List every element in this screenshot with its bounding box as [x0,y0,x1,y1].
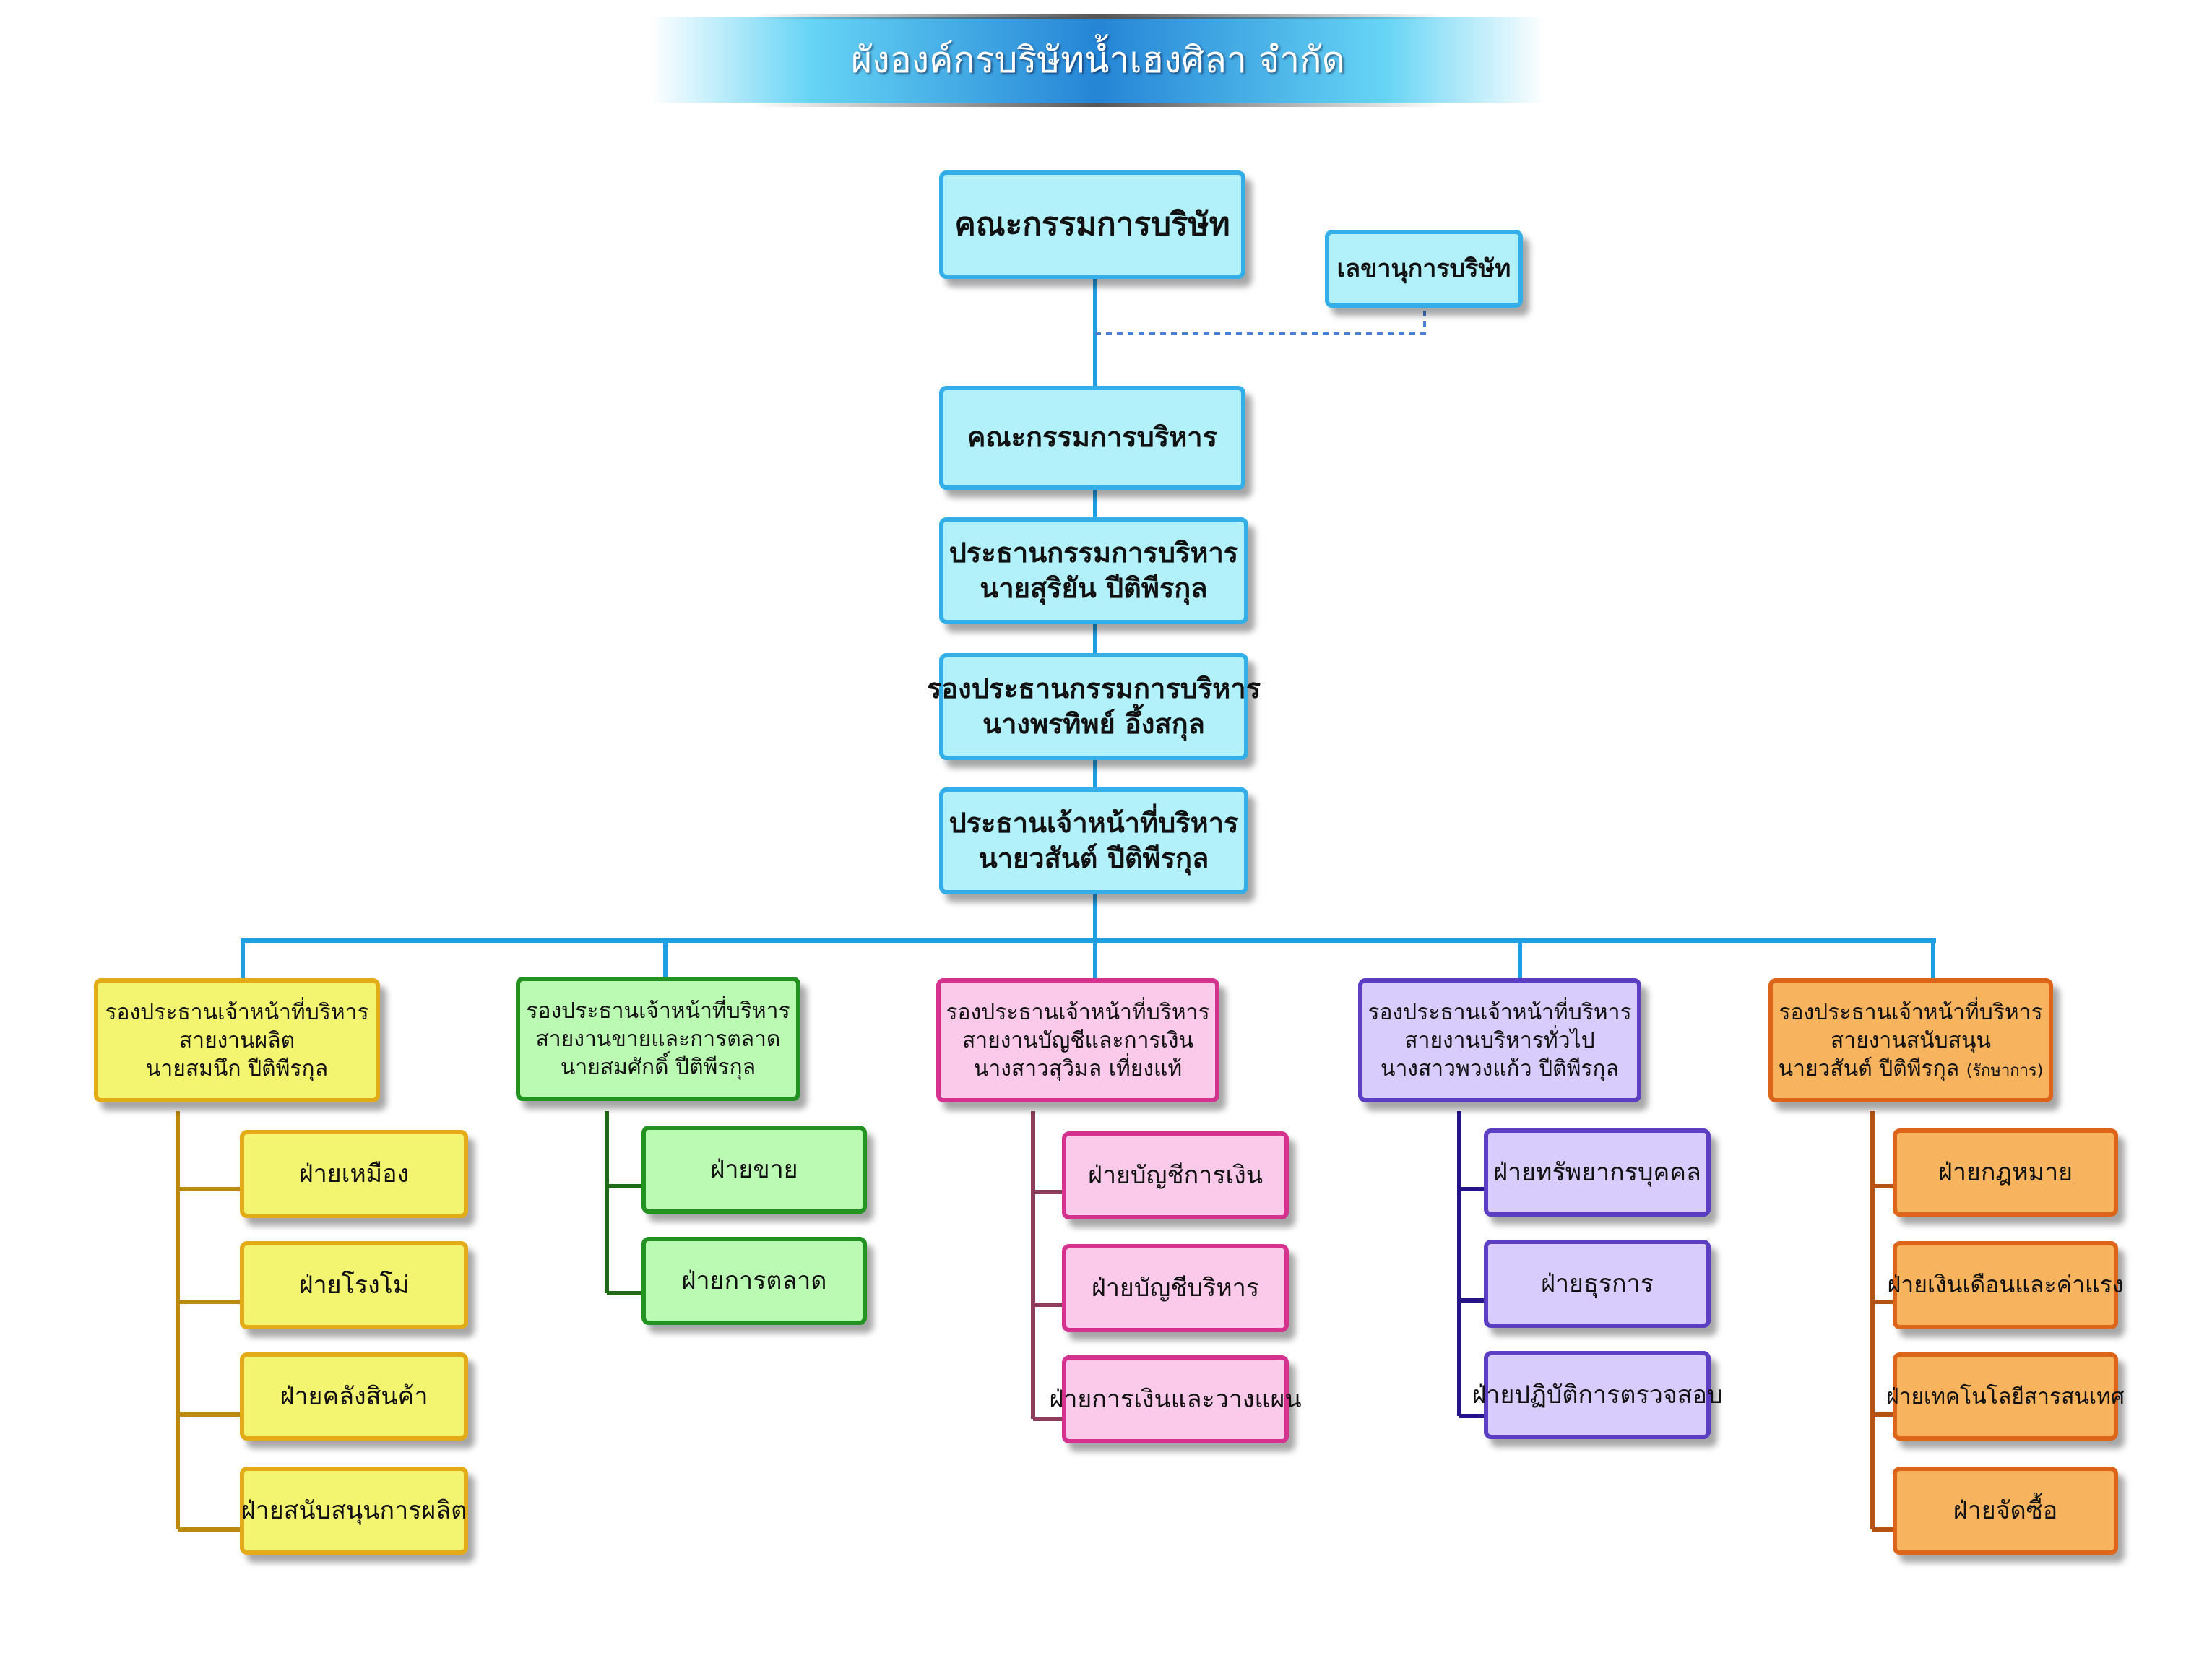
secretary-label: เลขานุการบริษัท [1336,254,1511,283]
unit-operational-audit: ฝ่ายปฏิบัติการตรวจสอบ [1472,1351,1723,1439]
unit-label: ฝ่ายปฏิบัติการตรวจสอบ [1472,1380,1723,1409]
board-label: คณะกรรมการบริษัท [954,206,1230,243]
division-line: สายงานบริหารทั่วไป [1404,1027,1595,1053]
division-manager: นายวสันต์ ปีติพีรกุล [1778,1055,1960,1081]
executive-committee-box: คณะกรรมการบริหาร [939,386,1245,490]
unit-label: ฝ่ายโรงโม่ [298,1270,410,1300]
unit-human-resources: ฝ่ายทรัพยากรบุคคล [1484,1128,1711,1217]
unit-crushing-plant: ฝ่ายโรงโม่ [240,1241,468,1329]
division-role: รองประธานเจ้าหน้าที่บริหาร [1368,999,1632,1025]
division-head-production: รองประธานเจ้าหน้าที่บริหาร สายงานผลิต นา… [94,978,380,1102]
unit-payroll: ฝ่ายเงินเดือนและค่าแรง [1888,1241,2123,1329]
vice-chairman-title: รองประธานกรรมการบริหาร [926,672,1261,704]
unit-label: ฝ่ายคลังสินค้า [280,1381,428,1411]
unit-label: ฝ่ายเหมือง [298,1159,410,1188]
unit-label: ฝ่ายบัญชีการเงิน [1088,1160,1263,1190]
unit-label: ฝ่ายบัญชีบริหาร [1091,1273,1260,1303]
unit-label: ฝ่ายธุรการ [1541,1269,1654,1298]
chairman-name: นายสุริยัน ปีติพีรกุล [980,572,1208,604]
division-role: รองประธานเจ้าหน้าที่บริหาร [946,999,1210,1025]
ceo-box: ประธานเจ้าหน้าที่บริหาร นายวสันต์ ปีติพี… [939,787,1248,894]
secretary-dotted-line [1095,309,1426,335]
unit-purchasing: ฝ่ายจัดซื้อ [1893,1467,2118,1555]
unit-label: ฝ่ายเงินเดือนและค่าแรง [1887,1271,2124,1299]
division-manager: นางสาวพวงแก้ว ปีติพีรกุล [1380,1055,1620,1081]
ceo-title: ประธานเจ้าหน้าที่บริหาร [949,806,1239,839]
division-role: รองประธานเจ้าหน้าที่บริหาร [1779,999,2043,1025]
division-line: สายงานขายและการตลาด [535,1026,781,1052]
division-manager: นางสาวสุวิมล เที่ยงแท้ [973,1055,1183,1081]
unit-label: ฝ่ายจัดซื้อ [1953,1495,2058,1525]
ceo-name: นายวสันต์ ปีติพีรกุล [978,842,1209,874]
unit-label: ฝ่ายการตลาด [681,1266,827,1295]
vice-chairman-box: รองประธานกรรมการบริหาร นางพรทิพย์ อึ้งสก… [927,653,1261,760]
division-line: สายงานผลิต [178,1027,295,1053]
title-banner: ผังองค์กรบริษัทน้ำเฮงศิลา จำกัด [650,14,1546,107]
unit-label: ฝ่ายสนับสนุนการผลิต [241,1495,467,1525]
division-1-connector [176,1111,243,1532]
board-box: คณะกรรมการบริษัท [939,170,1245,279]
division-head-accounting-finance: รองประธานเจ้าหน้าที่บริหาร สายงานบัญชีแล… [936,978,1219,1102]
unit-sales: ฝ่ายขาย [641,1126,867,1214]
unit-label: ฝ่ายขาย [710,1154,798,1184]
division-role: รองประธานเจ้าหน้าที่บริหาร [526,998,790,1024]
vice-chairman-name: นางพรทิพย์ อึ้งสกุล [982,708,1205,740]
unit-label: ฝ่ายการเงินและวางแผน [1049,1384,1302,1414]
unit-management-accounting: ฝ่ายบัญชีบริหาร [1062,1244,1289,1332]
division-manager-note: (รักษาการ) [1966,1061,2044,1080]
unit-marketing: ฝ่ายการตลาด [641,1237,867,1325]
unit-administration: ฝ่ายธุรการ [1484,1240,1711,1328]
division-manager: นายสมนึก ปีติพีรกุล [145,1055,329,1081]
division-head-support: รองประธานเจ้าหน้าที่บริหาร สายงานสนับสนุ… [1768,978,2053,1102]
unit-financial-accounting: ฝ่ายบัญชีการเงิน [1062,1131,1289,1219]
page-title: ผังองค์กรบริษัทน้ำเฮงศิลา จำกัด [851,38,1345,81]
division-head-general-admin: รองประธานเจ้าหน้าที่บริหาร สายงานบริหารท… [1358,978,1641,1102]
chairman-box: ประธานกรรมการบริหาร นายสุริยัน ปีติพีรกุ… [939,517,1248,624]
division-head-sales-marketing: รองประธานเจ้าหน้าที่บริหาร สายงานขายและก… [516,977,800,1101]
division-manager: นายสมศักดิ์ ปีติพีรกุล [560,1054,756,1080]
division-role: รองประธานเจ้าหน้าที่บริหาร [105,999,369,1025]
unit-production-support: ฝ่ายสนับสนุนการผลิต [240,1467,468,1555]
unit-label: ฝ่ายทรัพยากรบุคคล [1493,1157,1701,1187]
unit-warehouse: ฝ่ายคลังสินค้า [240,1352,468,1441]
unit-mining: ฝ่ายเหมือง [240,1130,468,1218]
division-line: สายงานสนับสนุน [1831,1027,1991,1053]
secretary-box: เลขานุการบริษัท [1325,230,1523,308]
unit-legal: ฝ่ายกฎหมาย [1893,1128,2118,1217]
division-line: สายงานบัญชีและการเงิน [962,1027,1194,1053]
unit-label: ฝ่ายกฎหมาย [1937,1157,2073,1187]
executive-committee-label: คณะกรรมการบริหาร [967,421,1218,454]
unit-label: ฝ่ายเทคโนโลยีสารสนเทศ [1886,1383,2125,1409]
unit-finance-planning: ฝ่ายการเงินและวางแผน [1049,1355,1302,1443]
chairman-title: ประธานกรรมการบริหาร [949,536,1239,569]
unit-information-technology: ฝ่ายเทคโนโลยีสารสนเทศ [1886,1352,2125,1441]
